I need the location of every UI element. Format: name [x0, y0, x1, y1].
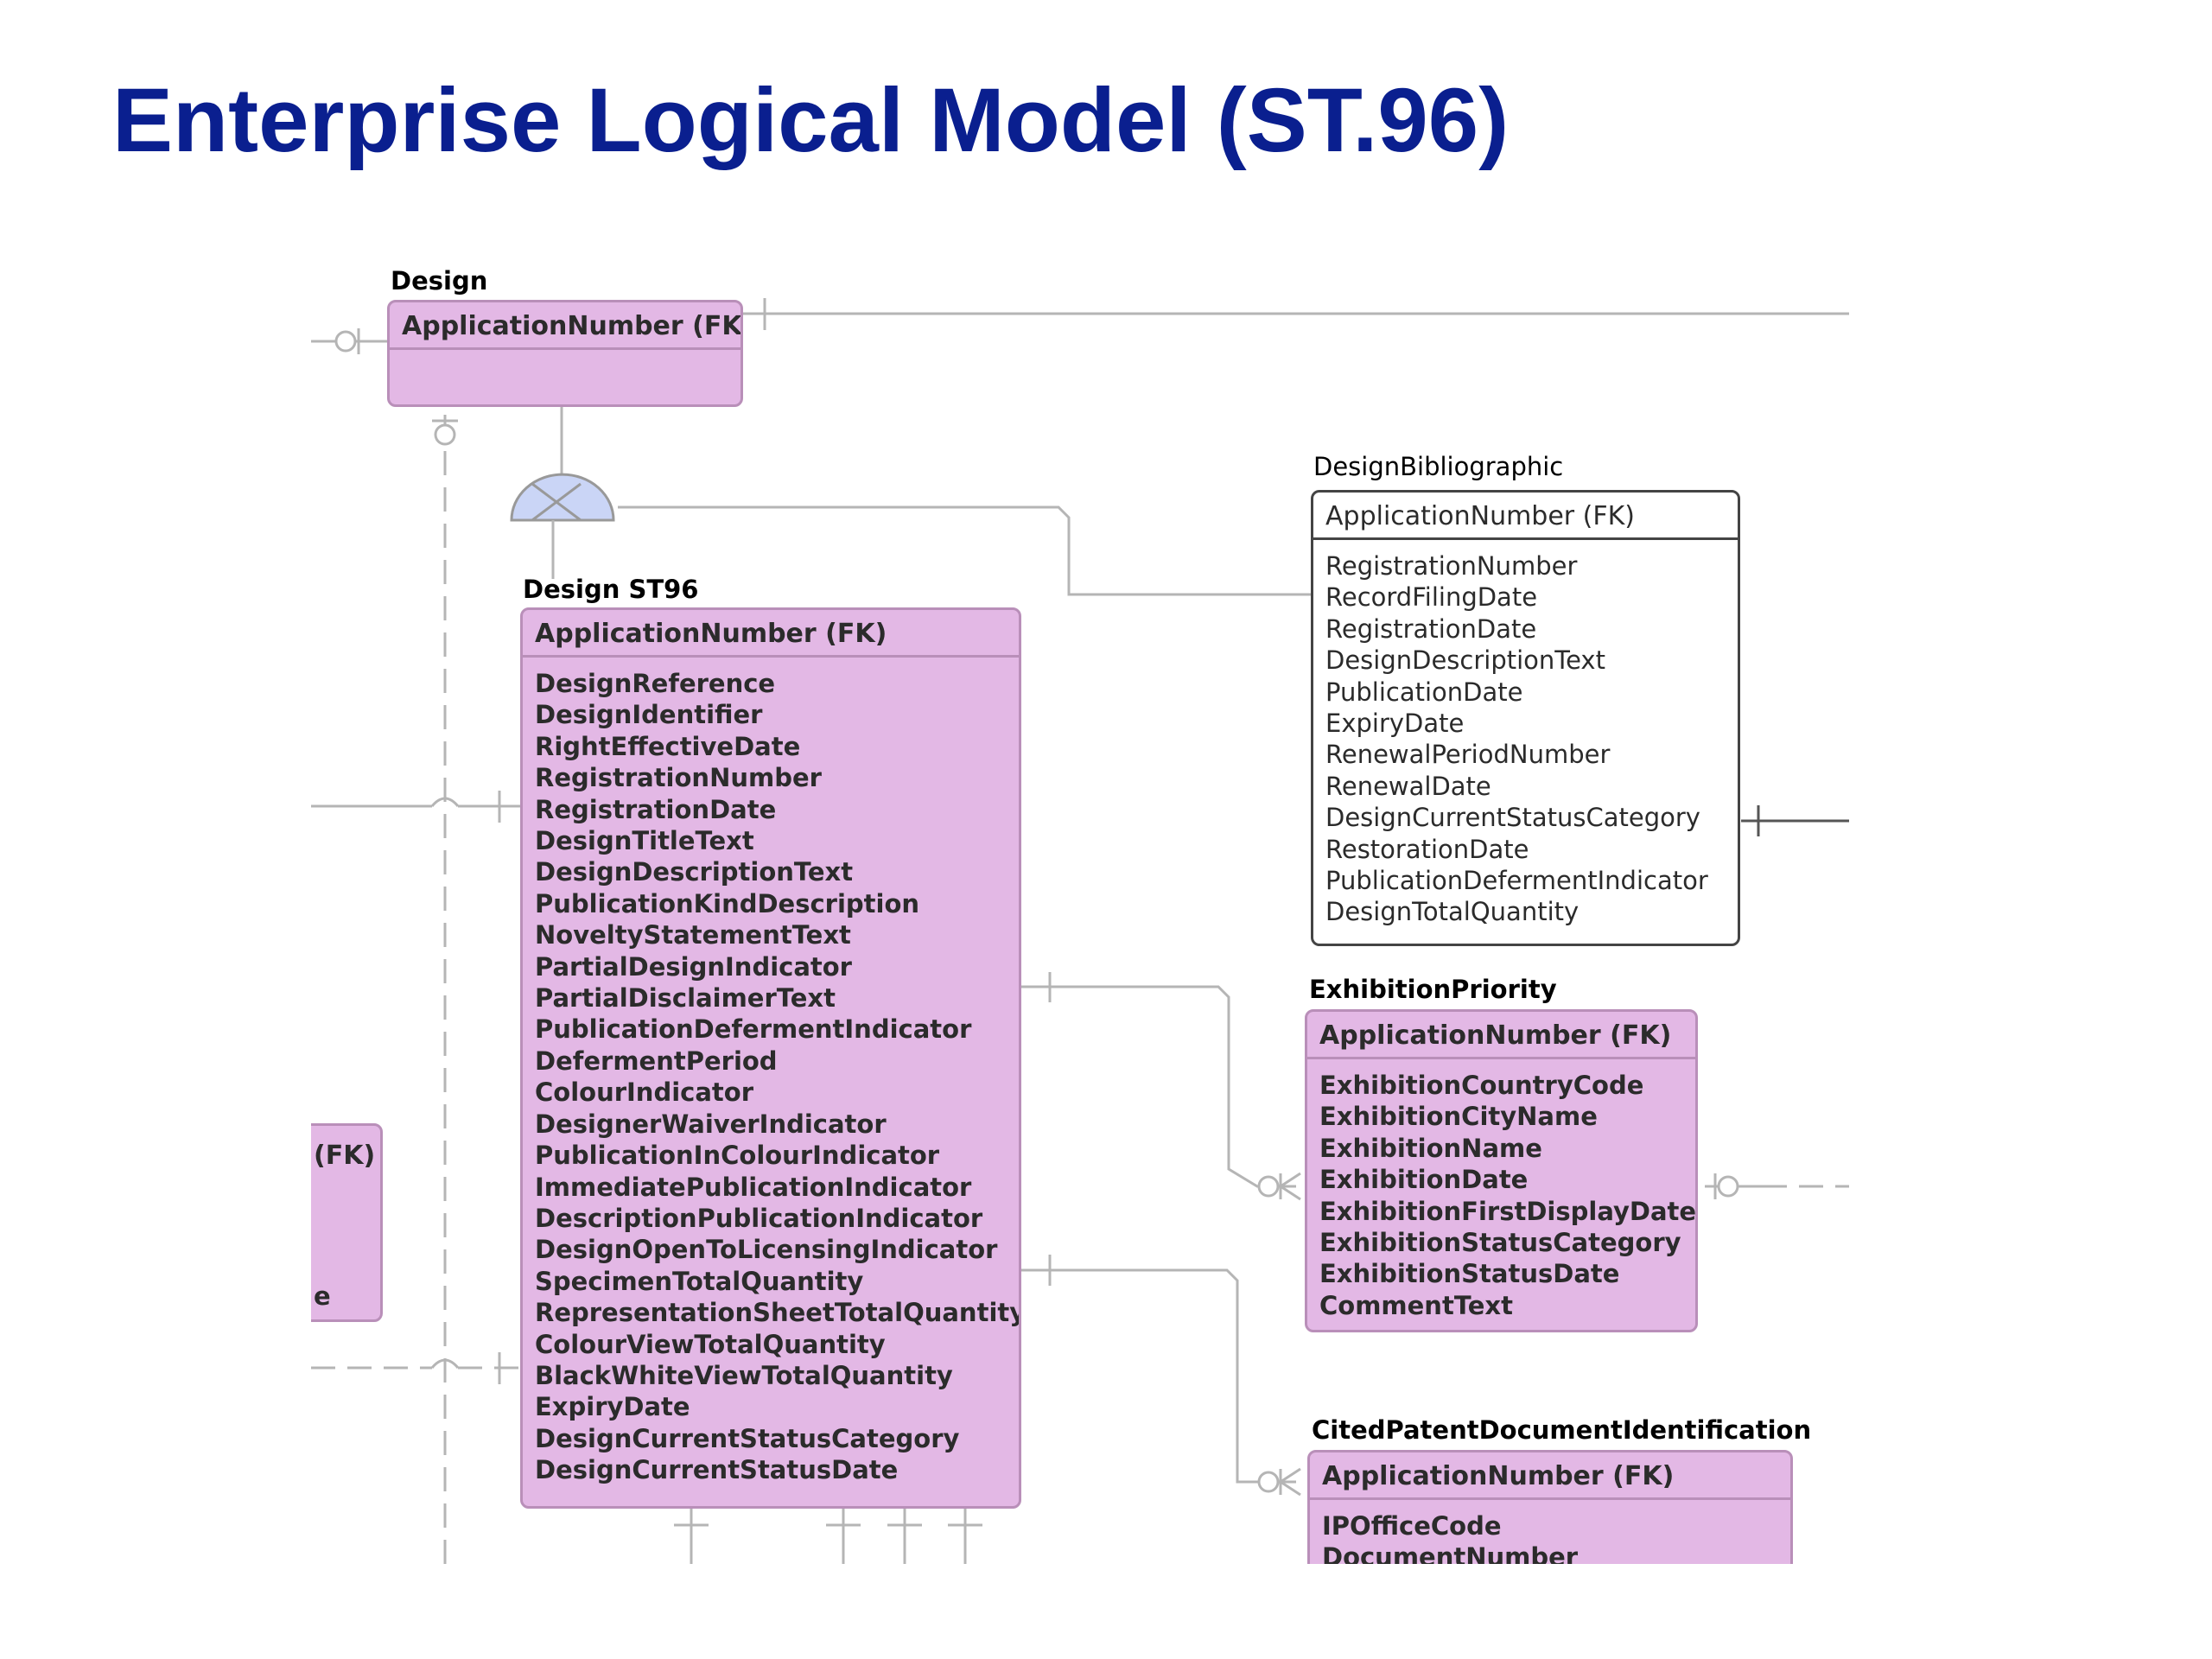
- entity-name-exhibition-priority: ExhibitionPriority: [1309, 975, 1557, 1004]
- entity-attribute: DesignDescriptionText: [535, 857, 854, 887]
- entity-attribute: DesignIdentifier: [535, 700, 763, 730]
- entity-design[interactable]: ApplicationNumber (FK): [387, 300, 743, 407]
- entity-attribute: PartialDisclaimerText: [535, 983, 836, 1014]
- entity-attribute: RegistrationDate: [535, 794, 777, 824]
- slide-title: Enterprise Logical Model (ST.96): [112, 70, 1510, 171]
- entity-attribute: DefermentPeriod: [535, 1046, 778, 1076]
- entity-attribute: CommentText: [1319, 1290, 1513, 1320]
- entity-attribute: RegistrationDate: [1325, 613, 1537, 644]
- entity-attribute: ExhibitionCityName: [1319, 1102, 1598, 1132]
- entity-key: (FK): [314, 1141, 376, 1171]
- entity-attribute: DesignCurrentStatusDate: [535, 1455, 899, 1485]
- entity-attribute: RightEffectiveDate: [535, 731, 801, 761]
- entity-name-design-bibliographic: DesignBibliographic: [1313, 452, 1564, 481]
- entity-attribute: DesignerWaiverIndicator: [535, 1109, 887, 1139]
- entity-key: ApplicationNumber (FK): [523, 610, 1019, 658]
- entity-attribute: PublicationDate: [1325, 677, 1523, 707]
- entity-attribute: DesignReference: [535, 669, 776, 698]
- entity-attribute: NoveltyStatementText: [535, 920, 851, 950]
- entity-attribute: RegistrationNumber: [1325, 551, 1578, 581]
- entity-attribute: PublicationInColourIndicator: [535, 1141, 940, 1171]
- entity-key: ApplicationNumber (FK): [1310, 1452, 1790, 1500]
- entity-attribute: RecordFilingDate: [1325, 582, 1538, 613]
- entity-exhibition-priority[interactable]: ApplicationNumber (FK) ExhibitionCountry…: [1305, 1009, 1698, 1332]
- entity-attribute: RepresentationSheetTotalQuantity: [535, 1298, 1021, 1328]
- entity-attribute: ColourViewTotalQuantity: [535, 1329, 886, 1359]
- entity-name-design: Design: [391, 266, 488, 296]
- entity-attribute: DesignCurrentStatusCategory: [535, 1423, 960, 1453]
- entity-attribute: ExhibitionName: [1319, 1133, 1542, 1163]
- entity-attribute: RenewalPeriodNumber: [1325, 740, 1611, 770]
- entity-attribute: RestorationDate: [1325, 834, 1529, 864]
- entity-attribute: DesignOpenToLicensingIndicator: [535, 1235, 998, 1265]
- entity-attribute: ExhibitionFirstDisplayDate: [1319, 1196, 1697, 1226]
- entity-attribute: ExpiryDate: [535, 1392, 690, 1422]
- entity-attribute: DesignDescriptionText: [1325, 645, 1605, 676]
- entity-key: ApplicationNumber (FK): [1313, 493, 1738, 540]
- entity-attribute: RenewalDate: [1325, 771, 1491, 801]
- entity-attribute: DescriptionPublicationIndicator: [535, 1203, 983, 1233]
- entity-attribute: PublicationDefermentIndicator: [1325, 866, 1708, 896]
- entity-attribute: IPOfficeCode: [1322, 1511, 1502, 1541]
- partial-entity-left[interactable]: (FK) e: [311, 1123, 383, 1322]
- entity-attribute: ExhibitionStatusCategory: [1319, 1228, 1681, 1258]
- entity-attribute-fragment: e: [314, 1281, 331, 1311]
- entity-attribute: PartialDesignIndicator: [535, 951, 852, 982]
- entity-attribute: DocumentNumber: [1322, 1542, 1579, 1564]
- entity-attribute: DesignTotalQuantity: [1325, 897, 1580, 927]
- entity-attribute: ExhibitionDate: [1319, 1165, 1529, 1195]
- relationship-lines: [311, 298, 1849, 1564]
- entity-attribute: BlackWhiteViewTotalQuantity: [535, 1360, 953, 1390]
- entity-design-bibliographic[interactable]: ApplicationNumber (FK) RegistrationNumbe…: [1311, 490, 1740, 946]
- entity-attribute: DesignTitleText: [535, 826, 754, 856]
- entity-attribute: ExhibitionCountryCode: [1319, 1071, 1644, 1100]
- entity-attribute: PublicationKindDescription: [535, 888, 920, 918]
- entity-attribute: ExpiryDate: [1325, 709, 1465, 739]
- entity-attribute: RegistrationNumber: [535, 763, 822, 793]
- er-diagram: (FK) e Design ApplicationNumber (FK) Des…: [311, 251, 1849, 1564]
- entity-key: ApplicationNumber (FK): [1307, 1012, 1695, 1059]
- entity-name-cited-patent: CitedPatentDocumentIdentification: [1312, 1415, 1812, 1445]
- entity-attribute: ExhibitionStatusDate: [1319, 1259, 1620, 1289]
- entity-attribute: SpecimenTotalQuantity: [535, 1266, 864, 1296]
- entity-attribute: ColourIndicator: [535, 1077, 753, 1108]
- entity-key: ApplicationNumber (FK): [390, 302, 741, 350]
- entity-name-design-st96: Design ST96: [523, 575, 699, 604]
- entity-attribute: PublicationDefermentIndicator: [535, 1014, 972, 1045]
- entity-attribute: DesignCurrentStatusCategory: [1325, 803, 1700, 833]
- entity-attribute: ImmediatePublicationIndicator: [535, 1172, 972, 1202]
